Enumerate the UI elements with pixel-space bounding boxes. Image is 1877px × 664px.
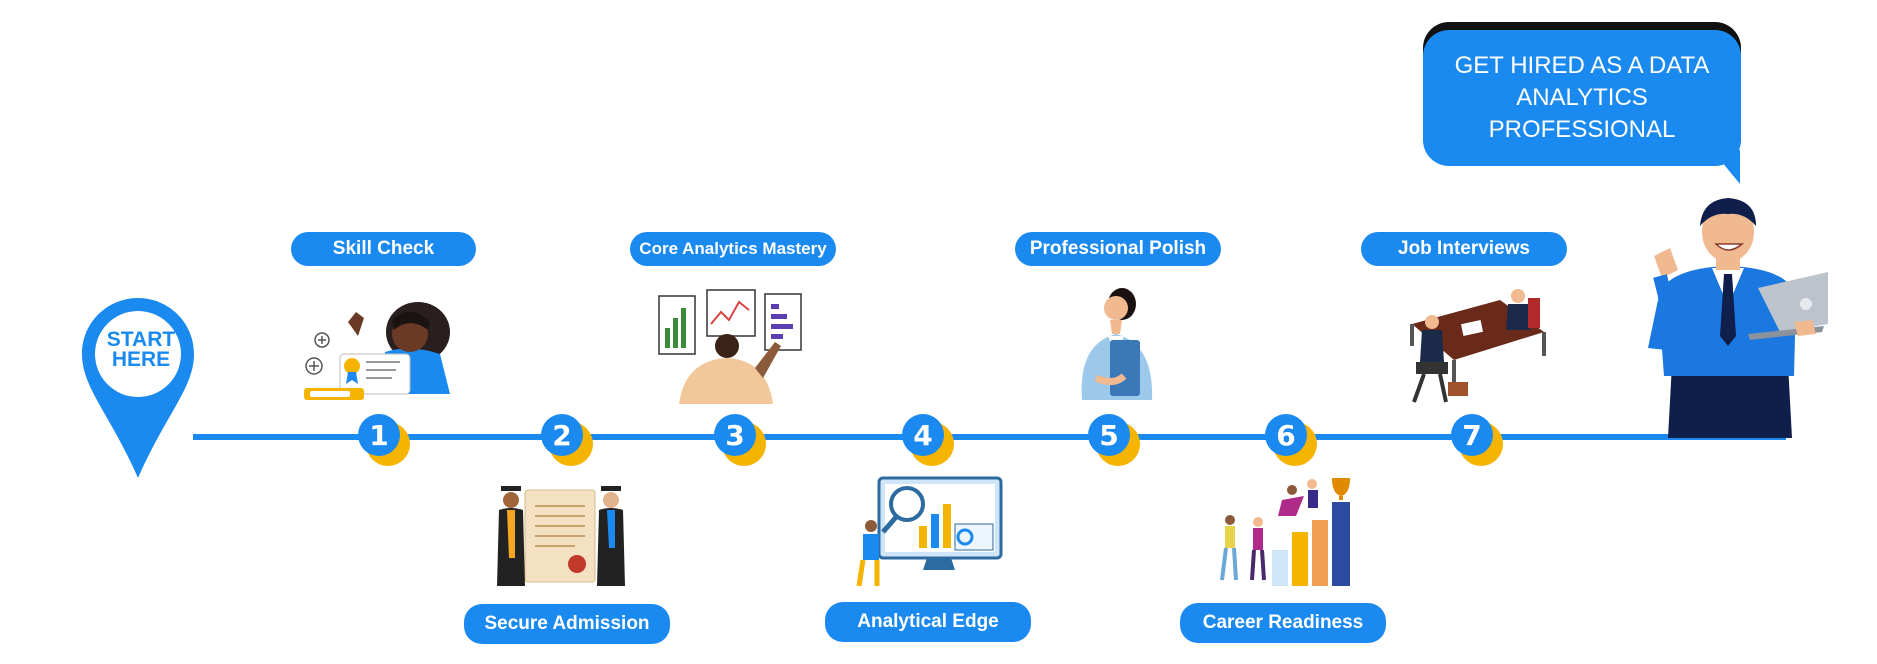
step-label-6: Career Readiness bbox=[1180, 603, 1386, 643]
career-readiness-illustration bbox=[1220, 478, 1350, 586]
start-line2: HERE bbox=[111, 348, 171, 371]
step-label-7: Job Interviews bbox=[1361, 232, 1567, 266]
timeline-line bbox=[193, 434, 1786, 440]
step-marker-4: 4 bbox=[902, 414, 954, 466]
secure-admission-illustration bbox=[497, 486, 625, 586]
core-analytics-illustration bbox=[658, 289, 802, 404]
step-label-1: Skill Check bbox=[291, 232, 476, 266]
goal-bubble: GET HIRED AS A DATA ANALYTICS PROFESSION… bbox=[1423, 30, 1741, 166]
step-label-4: Analytical Edge bbox=[825, 602, 1031, 642]
step-label-2: Secure Admission bbox=[464, 604, 670, 644]
step-number-3: 3 bbox=[714, 414, 756, 456]
hired-professional-illustration bbox=[1648, 198, 1828, 438]
step-label-5: Professional Polish bbox=[1015, 232, 1221, 266]
step-number-5: 5 bbox=[1088, 414, 1130, 456]
start-label: START HERE bbox=[86, 328, 196, 371]
step-marker-2: 2 bbox=[541, 414, 593, 466]
step-number-7: 7 bbox=[1451, 414, 1493, 456]
start-line1: START bbox=[106, 328, 176, 351]
skill-check-illustration bbox=[304, 302, 450, 400]
analytical-edge-illustration bbox=[856, 476, 1003, 587]
step-number-1: 1 bbox=[358, 414, 400, 456]
step-marker-7: 7 bbox=[1451, 414, 1503, 466]
professional-polish-illustration bbox=[1081, 288, 1153, 400]
step-number-6: 6 bbox=[1265, 414, 1307, 456]
step-number-4: 4 bbox=[902, 414, 944, 456]
step-marker-1: 1 bbox=[358, 414, 410, 466]
goal-bubble-tail bbox=[1712, 150, 1740, 184]
job-interviews-illustration bbox=[1410, 289, 1546, 403]
step-marker-6: 6 bbox=[1265, 414, 1317, 466]
step-label-3: Core Analytics Mastery bbox=[630, 232, 836, 266]
step-number-2: 2 bbox=[541, 414, 583, 456]
step-marker-5: 5 bbox=[1088, 414, 1140, 466]
step-marker-3: 3 bbox=[714, 414, 766, 466]
start-pin-icon bbox=[82, 298, 194, 478]
